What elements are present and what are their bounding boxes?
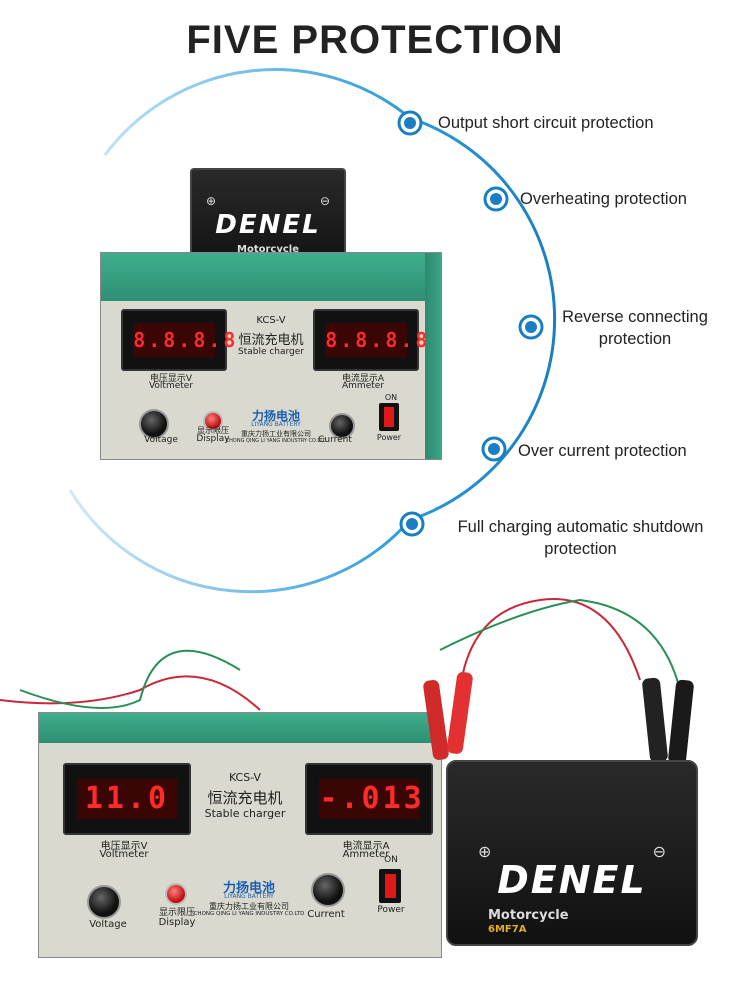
voltage-knob[interactable] <box>139 409 169 439</box>
feature-full-charging: Full charging automatic shutdown protect… <box>438 516 723 560</box>
voltage-label-bottom: Voltage <box>89 919 127 930</box>
battery-bottom-brand: DENEL <box>497 858 647 902</box>
model-label-bottom: KCS-V <box>228 771 262 784</box>
charger-side <box>425 253 441 459</box>
power-switch-bottom[interactable] <box>379 869 401 903</box>
display-label-cn: 显示限压 <box>197 426 229 435</box>
black-clamp <box>642 677 694 765</box>
brand-logo-cn: 力扬电池 <box>251 409 300 423</box>
ammeter-label-cn: 电流显示A <box>341 374 385 384</box>
feature-overheating: Overheating protection <box>520 188 720 210</box>
voltmeter-digits-bottom: 11.0 <box>77 778 177 820</box>
charger-bottom: 11.0 -.013 KCS-V 恒流充电机 Stable charger 电压… <box>38 712 442 958</box>
ammeter-digits-bottom: -.013 <box>319 778 422 820</box>
power-switch[interactable] <box>379 403 399 431</box>
feature-over-current-text: Over current protection <box>518 442 687 460</box>
voltmeter-label-cn: 电压显示V <box>149 374 193 384</box>
display-label-en-bottom: Display <box>158 917 196 928</box>
green-wire-left <box>19 649 241 709</box>
battery-bottom-type: Motorcycle <box>488 908 569 923</box>
feature-reverse-line1: Reverse connecting <box>562 308 708 326</box>
red-clamp <box>423 672 473 760</box>
red-wire-left <box>0 675 261 711</box>
power-on-label: ON <box>384 393 398 402</box>
model-label: KCS-V <box>256 315 286 326</box>
ammeter-label-cn-bottom: 电流显示A <box>342 841 390 852</box>
charger-name-en: Stable charger <box>237 347 305 357</box>
brand-logo-en: LIYANG BATTERY <box>251 421 301 428</box>
feature-reverse-connecting: Reverse connecting protection <box>550 306 720 350</box>
arc-path <box>68 68 557 594</box>
battery-minus-icon: ⊖ <box>319 194 330 208</box>
green-wire-right <box>439 598 681 691</box>
display-label-cn-bottom: 显示限压 <box>158 908 195 918</box>
voltmeter-display-bottom: 11.0 <box>63 763 191 835</box>
battery-type: Motorcycle <box>237 244 299 255</box>
current-knob-bottom[interactable] <box>311 873 345 907</box>
brand-logo-en-bottom: LIYANG BATTERY <box>224 893 274 900</box>
voltage-label: Voltage <box>144 435 178 445</box>
page-title: FIVE PROTECTION <box>186 18 564 62</box>
current-label-bottom: Current <box>307 909 345 920</box>
charger-name-cn-bottom: 恒流充电机 <box>207 789 283 807</box>
feature-overheating-text: Overheating protection <box>520 190 687 208</box>
feature-over-current: Over current protection <box>518 440 718 462</box>
battery-bottom-plus-icon: ⊕ <box>478 842 492 861</box>
voltmeter-display: 8.8.8.8 <box>121 309 235 371</box>
charger-bottom-lid <box>39 713 441 743</box>
arc-markers <box>397 110 544 537</box>
company-name-en: CHONG QING LI YANG INDUSTRY CO.LTD <box>225 438 327 444</box>
current-label: Current <box>318 435 352 445</box>
company-name-en-bottom: CHONG QING LI YANG INDUSTRY CO.LTD <box>193 911 305 917</box>
feature-full-charging-line1: Full charging automatic shutdown <box>457 518 704 536</box>
display-button[interactable] <box>203 411 223 431</box>
battery-plus-icon: ⊕ <box>206 194 217 208</box>
company-name-cn-bottom: 重庆力扬工业有限公司 <box>209 902 289 911</box>
brand-logo-cn-bottom: 力扬电池 <box>222 881 275 896</box>
charger-name-cn: 恒流充电机 <box>238 333 304 348</box>
charger-top: 8.8.8.8 8.8.8.8 KCS-V 恒流充电机 Stable charg… <box>100 252 442 460</box>
ammeter-label-en-bottom: Ammeter <box>342 849 390 860</box>
feature-short-circuit: Output short circuit protection <box>438 112 683 134</box>
voltmeter-label-en-bottom: Voltmeter <box>99 849 149 860</box>
feature-reverse-line2: protection <box>598 330 672 348</box>
current-knob[interactable] <box>329 413 355 439</box>
voltage-knob-bottom[interactable] <box>87 885 121 919</box>
ammeter-display-bottom: -.013 <box>305 763 433 835</box>
ammeter-display: 8.8.8.8 <box>313 309 427 371</box>
feature-short-circuit-text: Output short circuit protection <box>438 114 654 132</box>
voltmeter-label-en: Voltmeter <box>148 381 194 391</box>
battery-bottom-minus-icon: ⊖ <box>652 842 666 861</box>
battery-bottom-model: 6MF7A <box>488 924 527 935</box>
red-wire-right <box>459 598 641 691</box>
company-name-cn: 重庆力扬工业有限公司 <box>241 430 311 438</box>
voltmeter-label-cn-bottom: 电压显示V <box>100 841 148 852</box>
battery-brand: DENEL <box>215 210 321 240</box>
charger-lid <box>101 253 441 301</box>
power-on-label-bottom: ON <box>384 855 398 865</box>
charger-name-en-bottom: Stable charger <box>204 807 286 820</box>
battery-bottom: ⊕ ⊖ DENEL Motorcycle 6MF7A <box>446 760 698 946</box>
display-label-en: Display <box>196 434 230 444</box>
power-label: Power <box>376 433 402 442</box>
feature-full-charging-line2: protection <box>544 540 617 558</box>
display-button-bottom[interactable] <box>165 883 187 905</box>
power-label-bottom: Power <box>377 905 405 915</box>
ammeter-label-en: Ammeter <box>342 381 384 391</box>
